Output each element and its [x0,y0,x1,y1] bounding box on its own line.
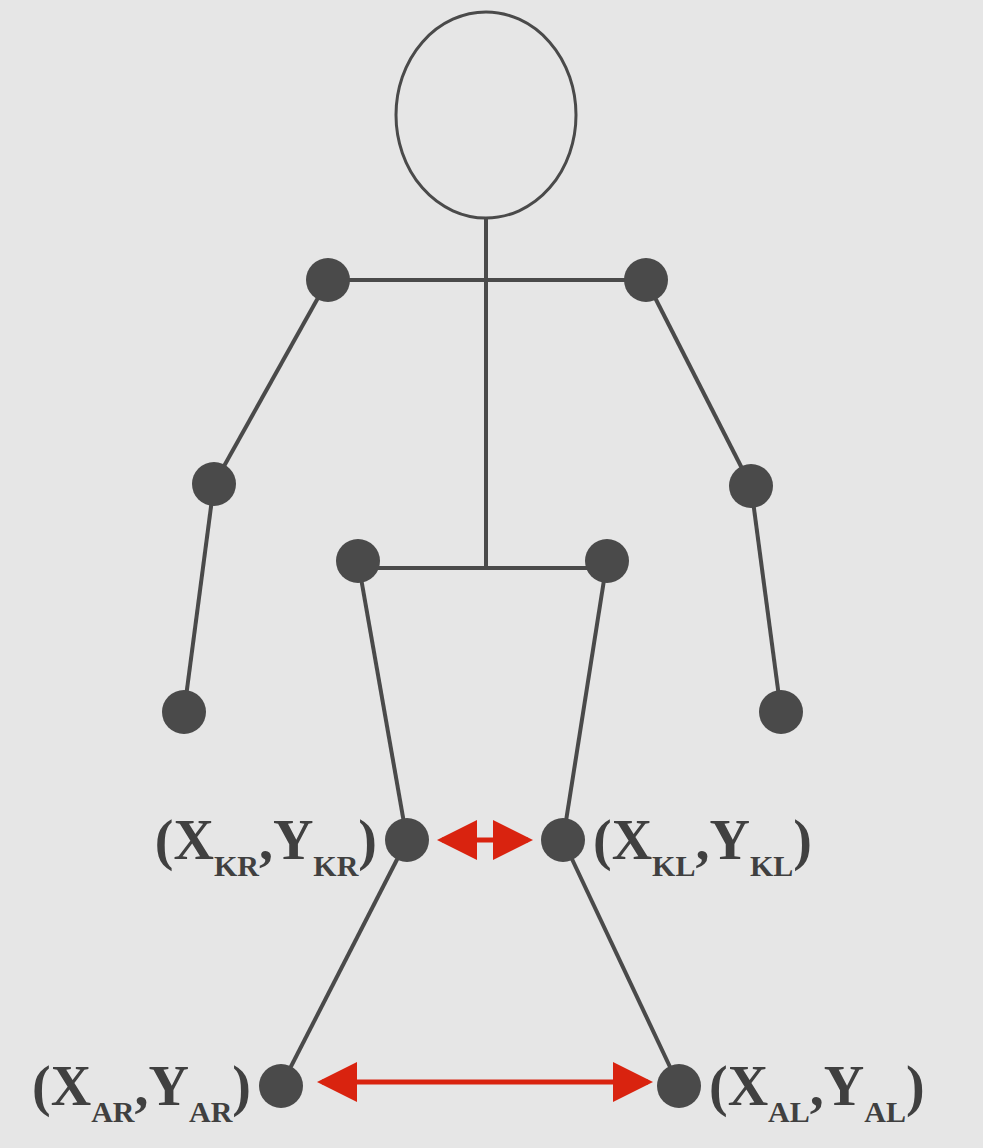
subscript: AR [189,1095,232,1128]
thigh [563,561,607,840]
upper-arm [646,280,751,486]
coordinate-label: (XAL,YAL) [709,1058,925,1114]
distance-arrow [442,838,528,843]
subscript: KL [652,849,695,882]
forearm [751,486,781,712]
thigh [358,561,407,840]
joint-dot [192,462,236,506]
distance-arrow [322,1080,648,1085]
shoulders [328,278,646,282]
joint-dot [385,818,429,862]
coordinate-text: (X [709,1055,768,1117]
coordinate-text: (X [32,1055,91,1117]
head [396,12,576,218]
coordinate-text: ) [358,809,377,871]
coordinate-label: (XKL,YKL) [593,812,812,868]
coordinate-text: ,Y [810,1055,864,1117]
coordinate-text: ,Y [259,809,313,871]
coordinate-text: ,Y [135,1055,189,1117]
hips [358,566,607,570]
coordinate-text: ) [232,1055,251,1117]
coordinate-text: ,Y [695,809,749,871]
coordinate-text: (X [593,809,652,871]
coordinate-label: (XKR,YKR) [155,812,377,868]
upper-arm [214,280,328,484]
joint-dot [336,539,380,583]
joint-dot [729,464,773,508]
subscript: AL [864,1095,906,1128]
subscript: AL [768,1095,810,1128]
coordinate-label: (XAR,YAR) [32,1058,251,1114]
subscript: AR [91,1095,134,1128]
coordinate-text: (X [155,809,214,871]
spine [484,218,488,568]
subscript: KR [313,849,358,882]
subscript: KL [750,849,793,882]
joint-dot [259,1064,303,1108]
joint-dot [624,258,668,302]
forearm [184,484,214,712]
joint-dot [162,690,206,734]
subscript: KR [214,849,259,882]
coordinate-text: ) [906,1055,925,1117]
joint-dot [541,818,585,862]
joint-dot [585,539,629,583]
joint-dot [759,690,803,734]
joint-dot [306,258,350,302]
shin [281,840,407,1086]
coordinate-text: ) [793,809,812,871]
joint-dot [657,1064,701,1108]
